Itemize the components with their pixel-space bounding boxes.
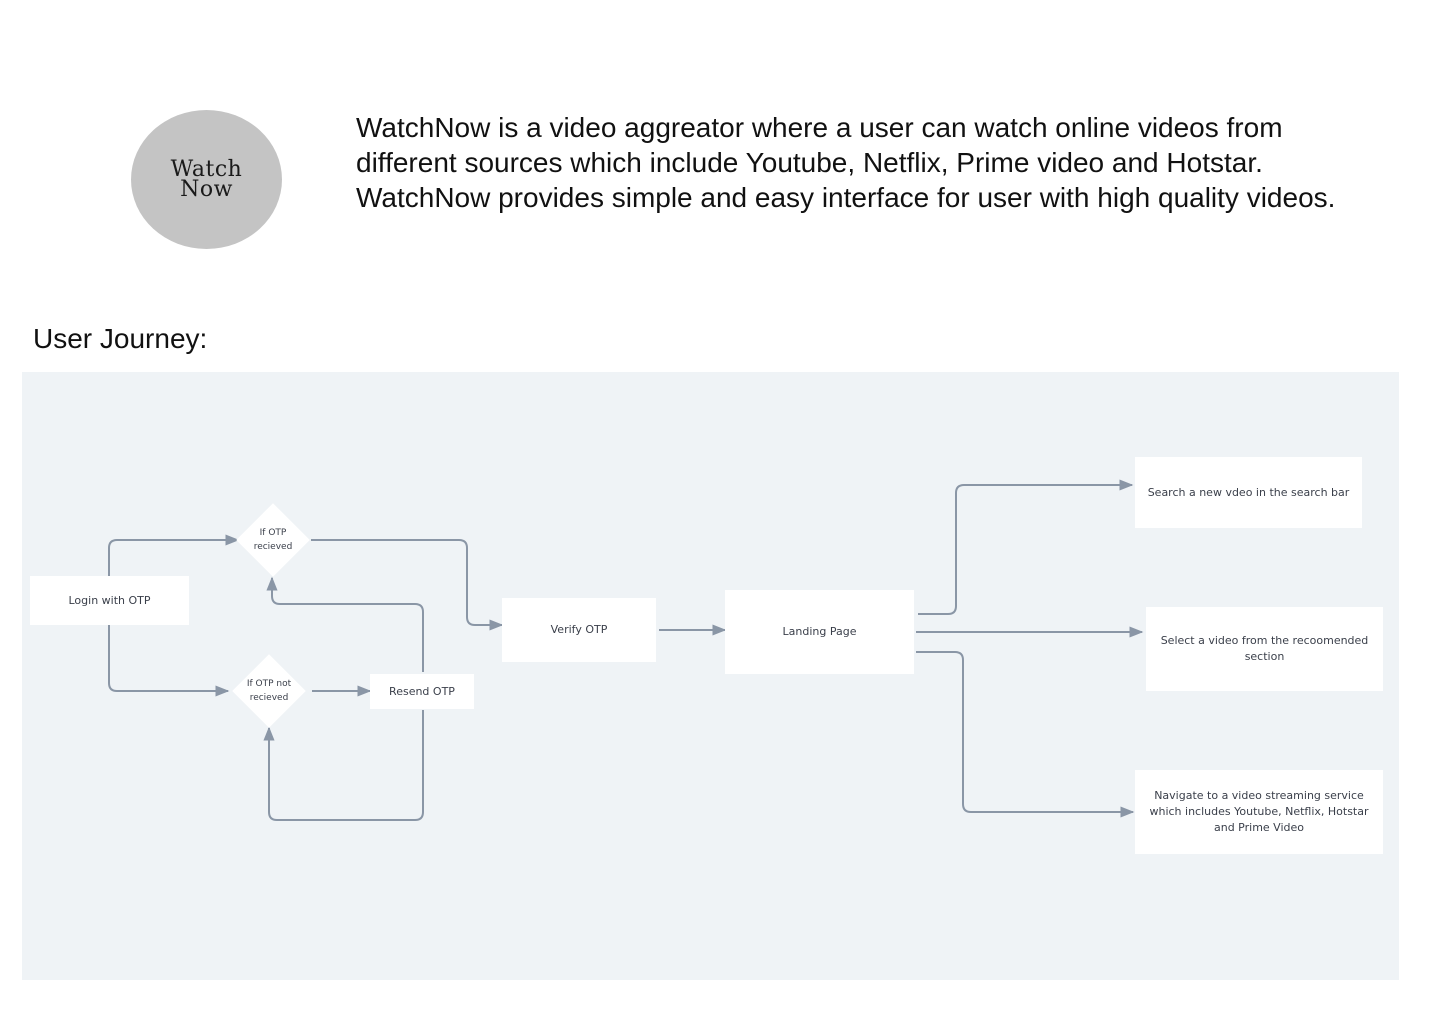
- decision-otp-received: If OTP recieved: [235, 502, 311, 578]
- logo-line-2: Now: [180, 176, 233, 202]
- user-journey-title: User Journey:: [33, 323, 208, 354]
- node-verify-otp: Verify OTP: [502, 598, 656, 662]
- decision-otp-not-received-label: If OTP not recieved: [246, 679, 292, 703]
- node-login-with-otp: Login with OTP: [30, 576, 189, 625]
- connector-login-to-otp-received: [108, 534, 240, 576]
- intro-description: WatchNow is a video aggreator where a us…: [356, 112, 1336, 213]
- connector-otp-received-to-verify: [311, 539, 504, 631]
- decision-otp-not-received: If OTP not recieved: [231, 653, 307, 729]
- node-landing-page: Landing Page: [725, 590, 914, 674]
- node-search-video: Search a new vdeo in the search bar: [1135, 457, 1362, 528]
- connector-login-to-otp-not-received: [108, 625, 230, 697]
- node-select-recommended: Select a video from the recoomended sect…: [1146, 607, 1383, 691]
- connector-landing-to-search: [918, 479, 1134, 615]
- logo-line-1: Watch: [170, 156, 243, 182]
- user-journey-diagram: Login with OTP If OTP recieved If OTP no…: [22, 372, 1399, 980]
- connectors-layer: [108, 479, 1144, 821]
- connector-resend-to-otp-received: [266, 576, 424, 672]
- node-resend-otp: Resend OTP: [370, 674, 474, 709]
- decision-otp-received-label: If OTP recieved: [253, 528, 293, 552]
- connector-landing-to-navigate: [916, 651, 1135, 818]
- watchnow-logo: Watch Now: [131, 110, 282, 249]
- connector-resend-loop-to-otp-not-received: [263, 710, 424, 821]
- node-navigate-streaming-service: Navigate to a video streaming service wh…: [1135, 770, 1383, 854]
